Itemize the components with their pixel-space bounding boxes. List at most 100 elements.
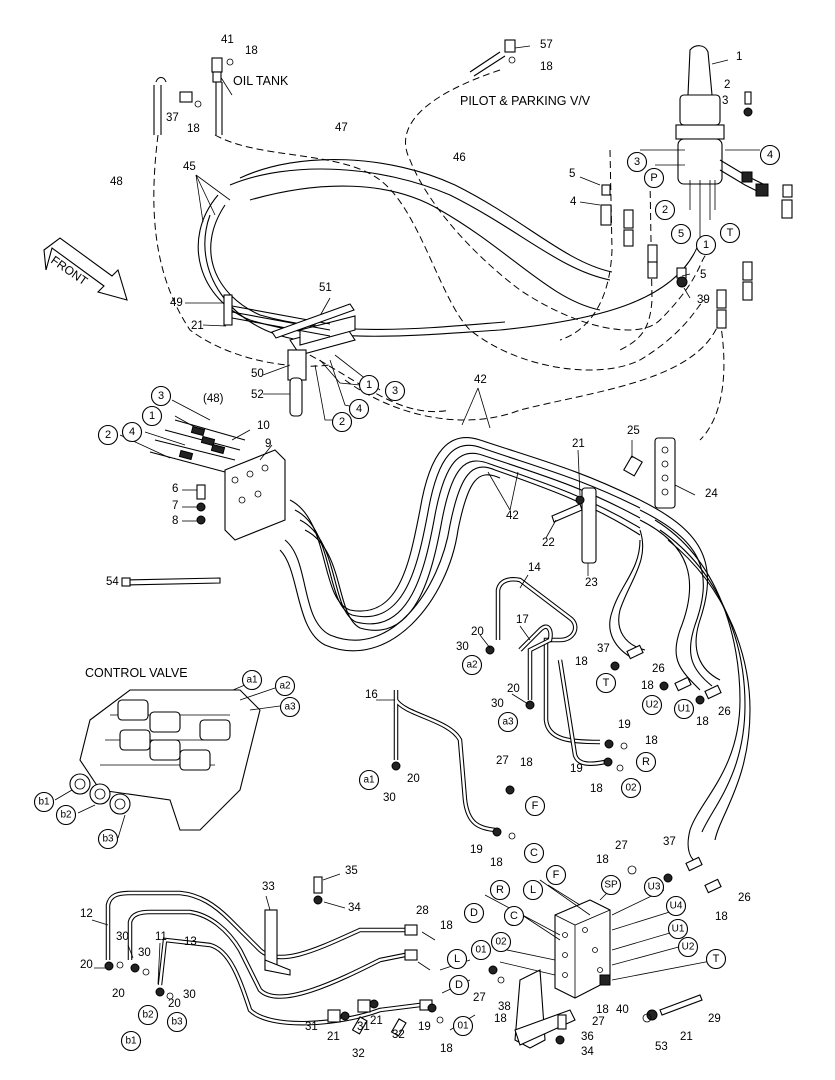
part-number: 46 — [453, 152, 466, 164]
line-callout: T — [595, 672, 617, 694]
steel-lines — [376, 574, 628, 840]
callout-circle — [358, 374, 380, 396]
part-number: 37 — [663, 836, 676, 848]
part-number: 23 — [585, 577, 598, 589]
callout-circle — [523, 842, 545, 864]
part-number: 22 — [542, 537, 555, 549]
main-hose-bundle-42 — [279, 437, 751, 894]
callout-circle — [470, 939, 492, 961]
control-valve-body — [54, 681, 281, 839]
part-number: 8 — [172, 515, 178, 527]
part-number: 47 — [335, 122, 348, 134]
leader-lines — [185, 45, 531, 511]
part-number: 50 — [251, 368, 264, 380]
part-number: 19 — [618, 719, 631, 731]
line-callout: 01 — [452, 1015, 474, 1037]
callout-circle — [489, 879, 511, 901]
part-number: 18 — [520, 757, 533, 769]
callout-text: 01 — [457, 1021, 469, 1032]
cable-tie-54 — [121, 577, 221, 587]
callout-text: L — [454, 953, 460, 965]
callout-circle — [626, 151, 648, 173]
callout-circle — [97, 424, 119, 446]
front-arrow-icon: FRONT — [43, 237, 128, 301]
part-number: 27 — [496, 755, 509, 767]
joystick-pilot-valve — [640, 45, 769, 240]
line-callout: T — [719, 222, 741, 244]
part-number: 27 — [615, 840, 628, 852]
part-number: 20 — [407, 773, 420, 785]
callout-text: 02 — [495, 937, 507, 948]
callout-text: 3 — [634, 156, 640, 168]
callout-text: T — [713, 953, 720, 965]
part-number: 5 — [569, 168, 575, 180]
part-number: 21 — [680, 1031, 693, 1043]
line-callout: a2 — [461, 654, 483, 676]
callout-text: 1 — [703, 239, 709, 251]
part-number: 5 — [700, 269, 706, 281]
part-number: 18 — [590, 783, 603, 795]
callout-text: T — [603, 677, 610, 689]
part-number: 2 — [724, 79, 730, 91]
callout-circle — [705, 948, 727, 970]
callout-circle — [463, 902, 485, 924]
callout-circle — [522, 879, 544, 901]
callout-text: SP — [604, 880, 618, 891]
callout-circle — [166, 1011, 188, 1033]
part-number: 24 — [705, 488, 718, 500]
part-number: 21 — [327, 1031, 340, 1043]
part-number: 18 — [440, 920, 453, 932]
line-callout: a1 — [358, 769, 380, 791]
part-number: 28 — [416, 905, 429, 917]
callout-text: 2 — [339, 416, 345, 428]
part-number: 42 — [474, 374, 487, 386]
part-number: 30 — [456, 641, 469, 653]
callout-circle — [503, 905, 525, 927]
part-number: 30 — [491, 698, 504, 710]
line-callout: T — [705, 948, 727, 970]
part-number: 14 — [528, 562, 541, 574]
part-number: 49 — [170, 297, 183, 309]
callout-circle — [620, 777, 642, 799]
line-callout: C — [523, 842, 545, 864]
callout-circle — [545, 864, 567, 886]
callout-circle — [55, 804, 77, 826]
callout-text: 01 — [475, 945, 487, 956]
callout-circle — [665, 895, 687, 917]
callout-circle — [348, 398, 370, 420]
part-number: 42 — [506, 510, 519, 522]
callout-text: a1 — [363, 775, 375, 786]
callout-text: R — [496, 884, 504, 896]
callout-text: a2 — [279, 681, 291, 692]
callout-text: D — [455, 979, 463, 991]
callout-text: 3 — [158, 390, 164, 402]
part-number: 18 — [641, 680, 654, 692]
callout-circle — [150, 385, 172, 407]
callout-circle — [137, 1004, 159, 1026]
callout-text: 2 — [662, 204, 668, 216]
line-callout: 2 — [654, 199, 676, 221]
callout-circle — [358, 769, 380, 791]
part-number: 17 — [516, 614, 529, 626]
part-number: 18 — [245, 45, 258, 57]
callout-text: b1 — [38, 797, 50, 808]
line-callout: 02 — [490, 931, 512, 953]
callout-circle — [695, 234, 717, 256]
callout-circle — [524, 795, 546, 817]
part-number: 30 — [383, 792, 396, 804]
callout-circle — [670, 223, 692, 245]
pilot-dashed-lines — [153, 69, 725, 441]
callout-text: 1 — [366, 379, 372, 391]
callout-text: a3 — [284, 702, 296, 713]
line-callout: U2 — [641, 694, 663, 716]
part-number: 26 — [738, 892, 751, 904]
line-callout: P — [643, 167, 665, 189]
part-number: 20 — [112, 988, 125, 1000]
callout-text: F — [553, 869, 560, 881]
callout-circle — [719, 222, 741, 244]
line-callout: b3 — [166, 1011, 188, 1033]
callout-circle — [141, 405, 163, 427]
callout-text: U4 — [670, 901, 683, 912]
